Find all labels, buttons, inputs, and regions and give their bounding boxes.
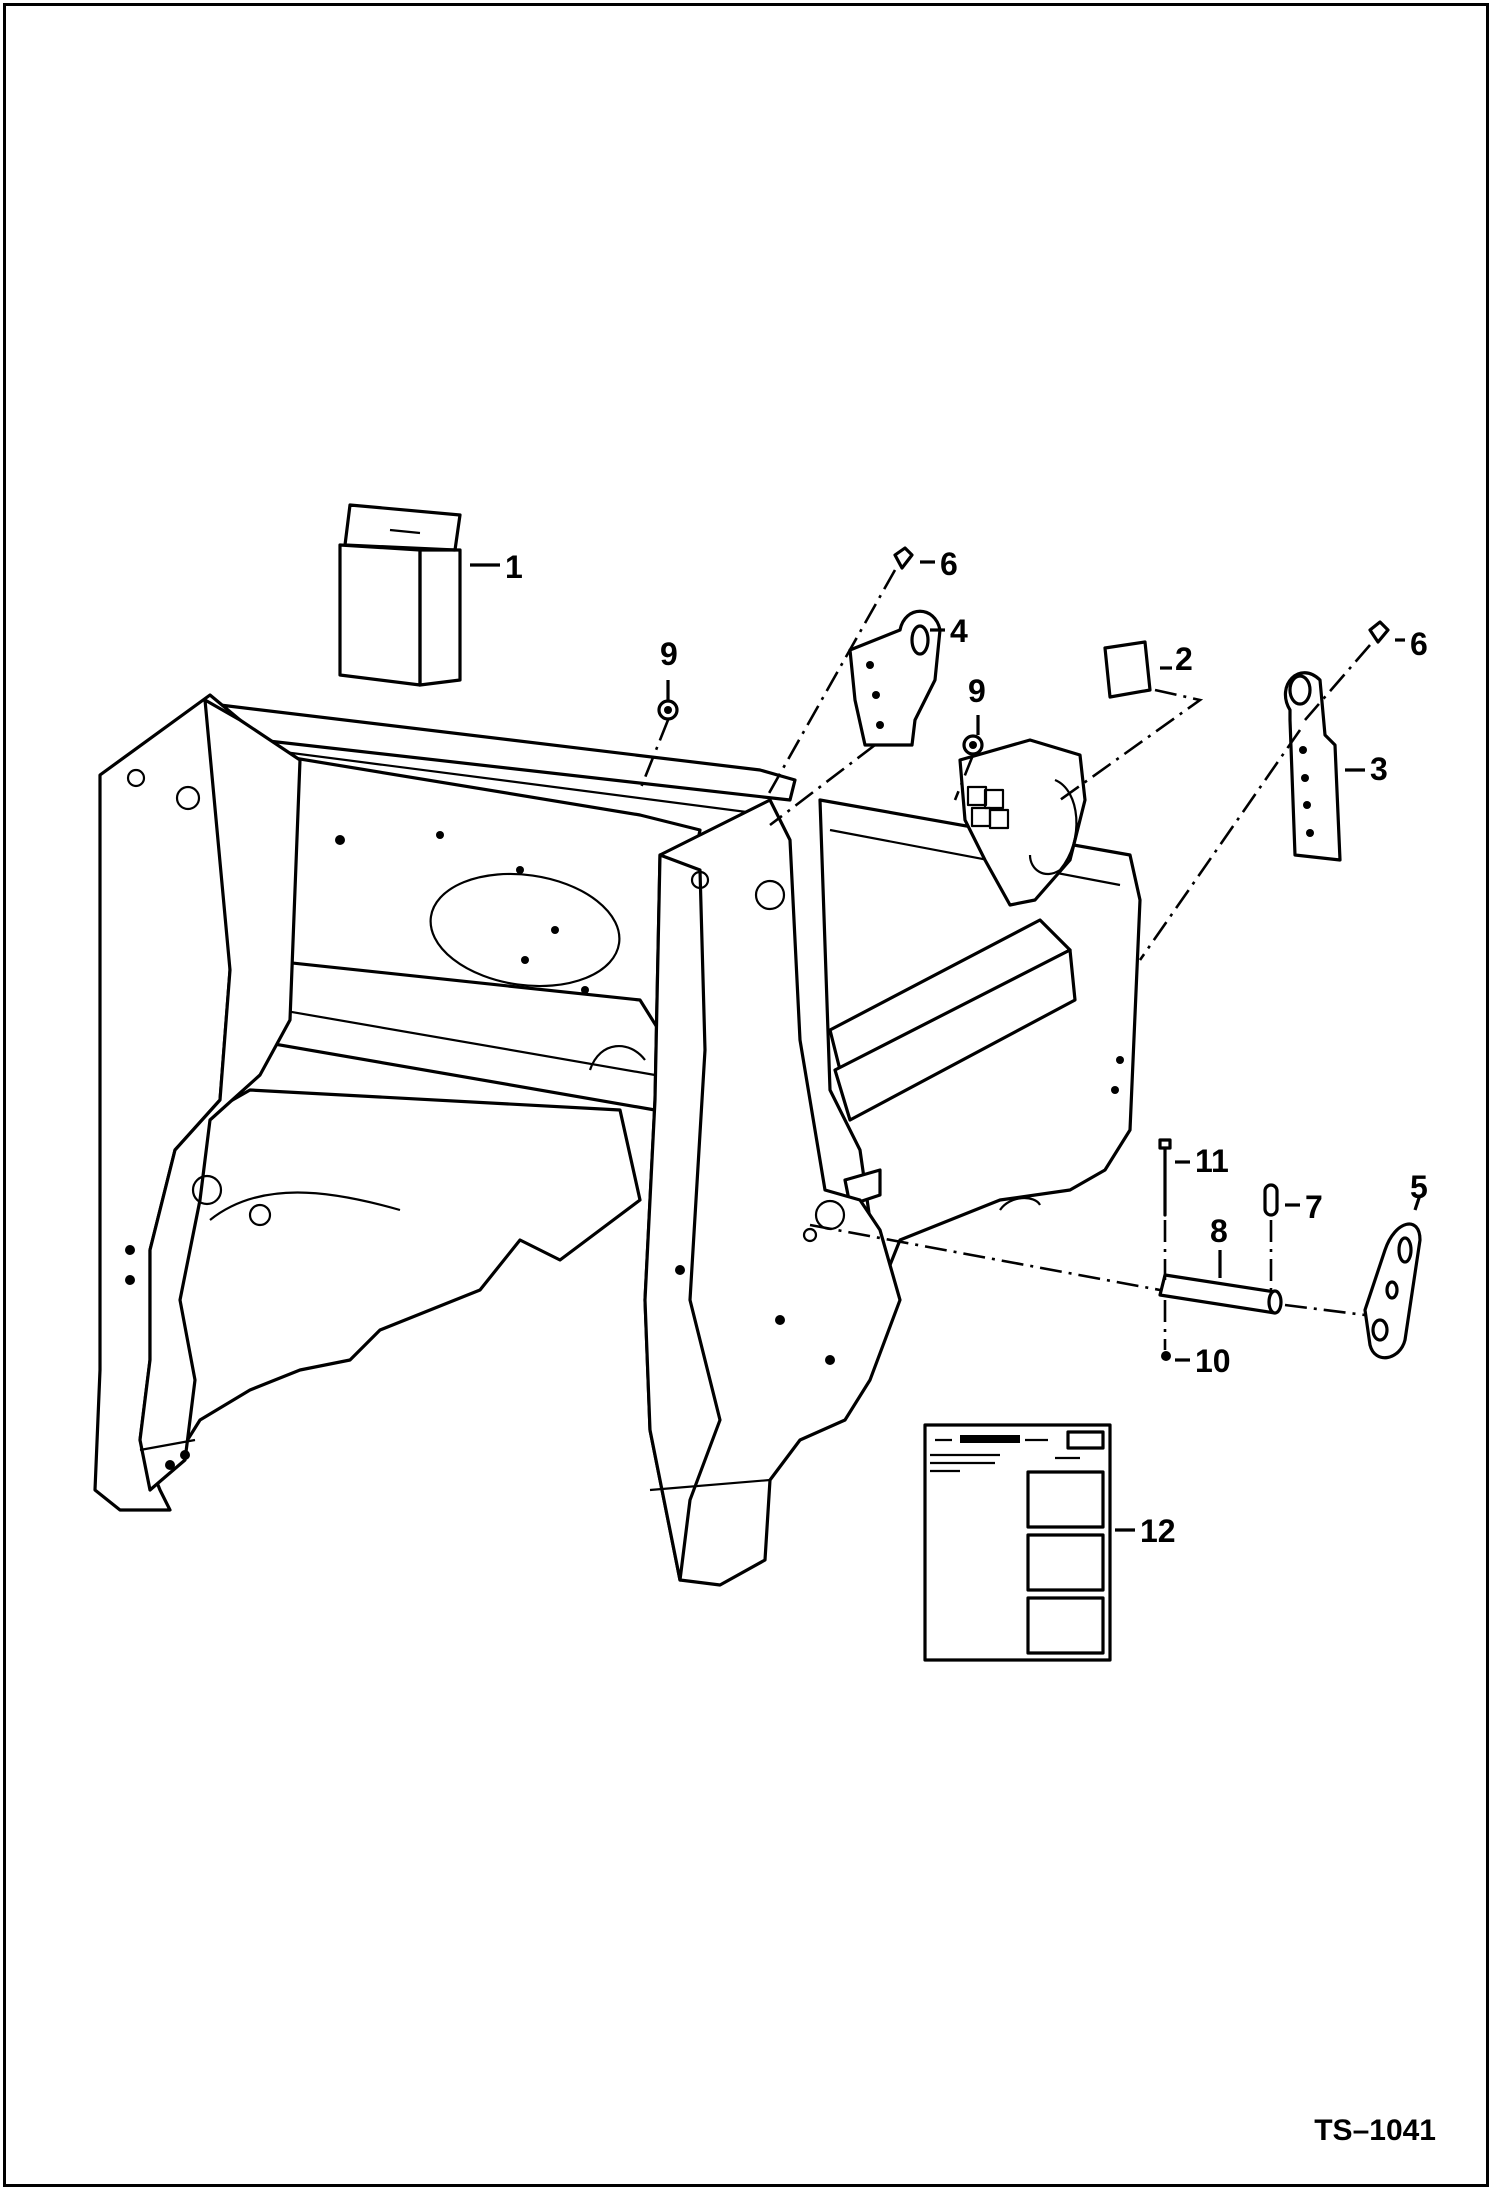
- callout-9b: 9: [968, 673, 986, 709]
- drawing-border: [3, 3, 1489, 2187]
- callout-1: 1: [505, 549, 523, 585]
- part-10-11-fasteners: [1158, 1138, 1190, 1362]
- callout-6a: 6: [940, 546, 958, 582]
- callout-10: 10: [1195, 1343, 1231, 1379]
- part-7-clip: [1263, 1183, 1300, 1300]
- callout-labels: 1 2 3 4 5 6 6 7 8 9 9 10 11 12: [505, 546, 1428, 1549]
- part-5-link-plate: [1363, 1194, 1422, 1360]
- callout-11: 11: [1195, 1143, 1229, 1179]
- part-6-screws: [766, 546, 1405, 796]
- callout-12: 12: [1140, 1513, 1176, 1549]
- left-side-panel: [93, 693, 302, 1512]
- callout-5: 5: [1410, 1169, 1428, 1205]
- part-8-pin: [809, 1223, 1366, 1317]
- callout-2: 2: [1175, 641, 1193, 677]
- callout-3: 3: [1370, 751, 1388, 787]
- right-side-panel: [643, 798, 902, 1587]
- callout-6b: 6: [1410, 626, 1428, 662]
- part-3-bracket: [1138, 671, 1365, 961]
- part-9-nuts: [638, 680, 984, 801]
- part-2-small-decal: [1059, 640, 1204, 802]
- part-4-bracket: [769, 609, 945, 827]
- callout-8: 8: [1210, 1213, 1228, 1249]
- part-12-instruction-decal: [923, 1423, 1135, 1662]
- callout-9a: 9: [660, 636, 678, 672]
- main-frame: [158, 703, 1142, 1462]
- callout-4: 4: [950, 613, 968, 649]
- callout-7: 7: [1305, 1189, 1323, 1225]
- part-1-box: [338, 503, 500, 687]
- drawing-reference-code: TS–1041: [1314, 2114, 1436, 2147]
